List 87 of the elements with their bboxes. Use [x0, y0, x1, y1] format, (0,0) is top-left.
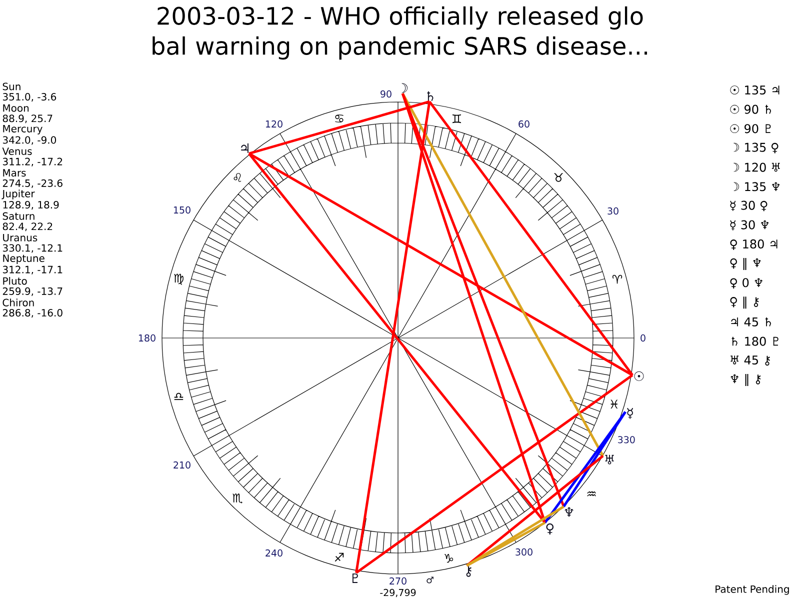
aspect-line: [562, 411, 626, 508]
value-label: -29,799: [380, 588, 416, 598]
planet-glyph: ☿: [627, 408, 633, 419]
aspect-line: [248, 152, 634, 376]
coordinate-text: 88.9, 25.7: [2, 114, 52, 124]
aspect-row: ♃ 45 ♄: [731, 318, 771, 326]
footer-note: Patent Pending: [716, 585, 789, 595]
zodiac-glyph: ♌: [234, 173, 242, 182]
planet-glyph: ♇: [352, 573, 358, 583]
aspect-row: ♆ ‖ ⚷: [730, 374, 761, 386]
planet-glyph: ♅: [605, 454, 614, 464]
planet-name: Neptune: [3, 254, 44, 264]
planet-name: Pluto: [3, 277, 27, 285]
coordinate-text: 286.8, -16.0: [2, 309, 62, 318]
aspect-line: [544, 411, 626, 524]
degree-label: 90: [380, 90, 392, 98]
planet-glyph: ☉: [634, 371, 644, 381]
aspect-line: [428, 100, 634, 376]
planet-glyph: ♂: [426, 576, 434, 584]
planet-name: Saturn: [2, 212, 34, 220]
aspect-row: ♀ 180 ♃: [730, 239, 778, 250]
zodiac-glyph: ♊: [452, 114, 461, 124]
zodiac-glyph: ♍: [174, 274, 184, 285]
zodiac-glyph: ♓: [610, 400, 618, 408]
degree-label: 120: [266, 120, 282, 128]
planet-name: Venus: [2, 148, 32, 155]
degree-label: 300: [516, 548, 532, 556]
planet-glyph: ⚷: [466, 566, 472, 577]
planet-glyph: ☽: [402, 83, 408, 93]
aspect-row: ☿ 30 ♀: [730, 200, 768, 212]
coordinate-text: 342.0, -9.0: [2, 136, 56, 145]
degree-label: 240: [266, 549, 282, 557]
aspect-line: [356, 374, 634, 574]
aspect-row: ☽ 135 ♆: [734, 182, 780, 192]
zodiac-glyph: ♒: [587, 491, 596, 496]
zodiac-glyph: ♑: [444, 554, 454, 563]
zodiac-glyph: ♎: [174, 392, 184, 400]
zodiac-glyph: ♋: [335, 114, 344, 122]
coordinate-text: 351.0, -3.6: [2, 93, 56, 102]
aspect-line: [466, 454, 604, 567]
zodiac-glyph: ♐: [334, 552, 344, 562]
zodiac-glyph: ♉: [554, 173, 563, 182]
degree-label: 30: [608, 207, 618, 215]
degree-label: 150: [174, 206, 190, 214]
aspect-row: ♀ ‖ ⚷: [730, 296, 759, 309]
degree-label: 0: [640, 334, 646, 342]
planet-name: Chiron: [2, 298, 34, 306]
aspect-line: [402, 92, 604, 456]
aspect-line: [248, 152, 546, 524]
aspect-row: ☉ 90 ♄: [730, 104, 771, 114]
degree-label: 210: [174, 461, 190, 469]
planet-glyph: ♄: [427, 91, 434, 101]
degree-label: 180: [138, 334, 156, 342]
planet-name: Mars: [3, 169, 26, 177]
aspect-row: ♀ 0 ♆: [730, 278, 762, 288]
degree-label: 270: [390, 577, 406, 585]
degree-label: 60: [518, 120, 530, 128]
planet-name: Moon: [3, 104, 29, 112]
planet-name: Uranus: [3, 234, 38, 242]
zodiac-glyph: ♏: [232, 494, 242, 504]
planet-glyph: ♆: [564, 507, 574, 517]
planet-glyph: ♃: [241, 143, 248, 153]
aspect-row: ♅ 45 ⚷: [730, 356, 770, 366]
aspect-row: ♀ ‖ ♆: [730, 258, 761, 270]
aspect-row: ☿ 30 ♆: [730, 220, 769, 230]
coordinate-text: 259.9, -13.7: [2, 287, 62, 296]
planet-name: Sun: [2, 82, 20, 90]
aspect-line: [466, 506, 564, 567]
planet-name: Jupiter: [2, 190, 35, 200]
coordinate-text: 311.2, -17.2: [2, 158, 62, 166]
aspect-line: [355, 101, 431, 573]
aspect-row: ☉ 135 ♃: [730, 85, 780, 95]
planet-name: Mercury: [3, 125, 42, 134]
coordinate-text: 82.4, 22.2: [2, 222, 52, 232]
aspect-row: ☉ 90 ♇: [730, 124, 771, 134]
coordinate-text: 274.5, -23.6: [2, 179, 62, 188]
zodiac-glyph: ♈: [612, 274, 622, 284]
coordinate-text: 312.1, -17.1: [2, 266, 62, 274]
coordinate-text: 330.1, -12.1: [2, 244, 62, 253]
aspect-line: [248, 100, 430, 155]
coordinate-text: 128.9, 18.9: [3, 201, 59, 210]
aspect-row: ☽ 120 ♅: [734, 162, 780, 172]
degree-label: 330: [618, 436, 635, 444]
title: 2003-03-12 - WHO officially released glo bal warning on pandemic SARS disease...: [152, 6, 647, 60]
aspect-row: ☽ 135 ♀: [734, 142, 778, 154]
aspect-row: ♄ 180 ♇: [732, 336, 778, 346]
planet-glyph: ♀: [546, 523, 554, 535]
